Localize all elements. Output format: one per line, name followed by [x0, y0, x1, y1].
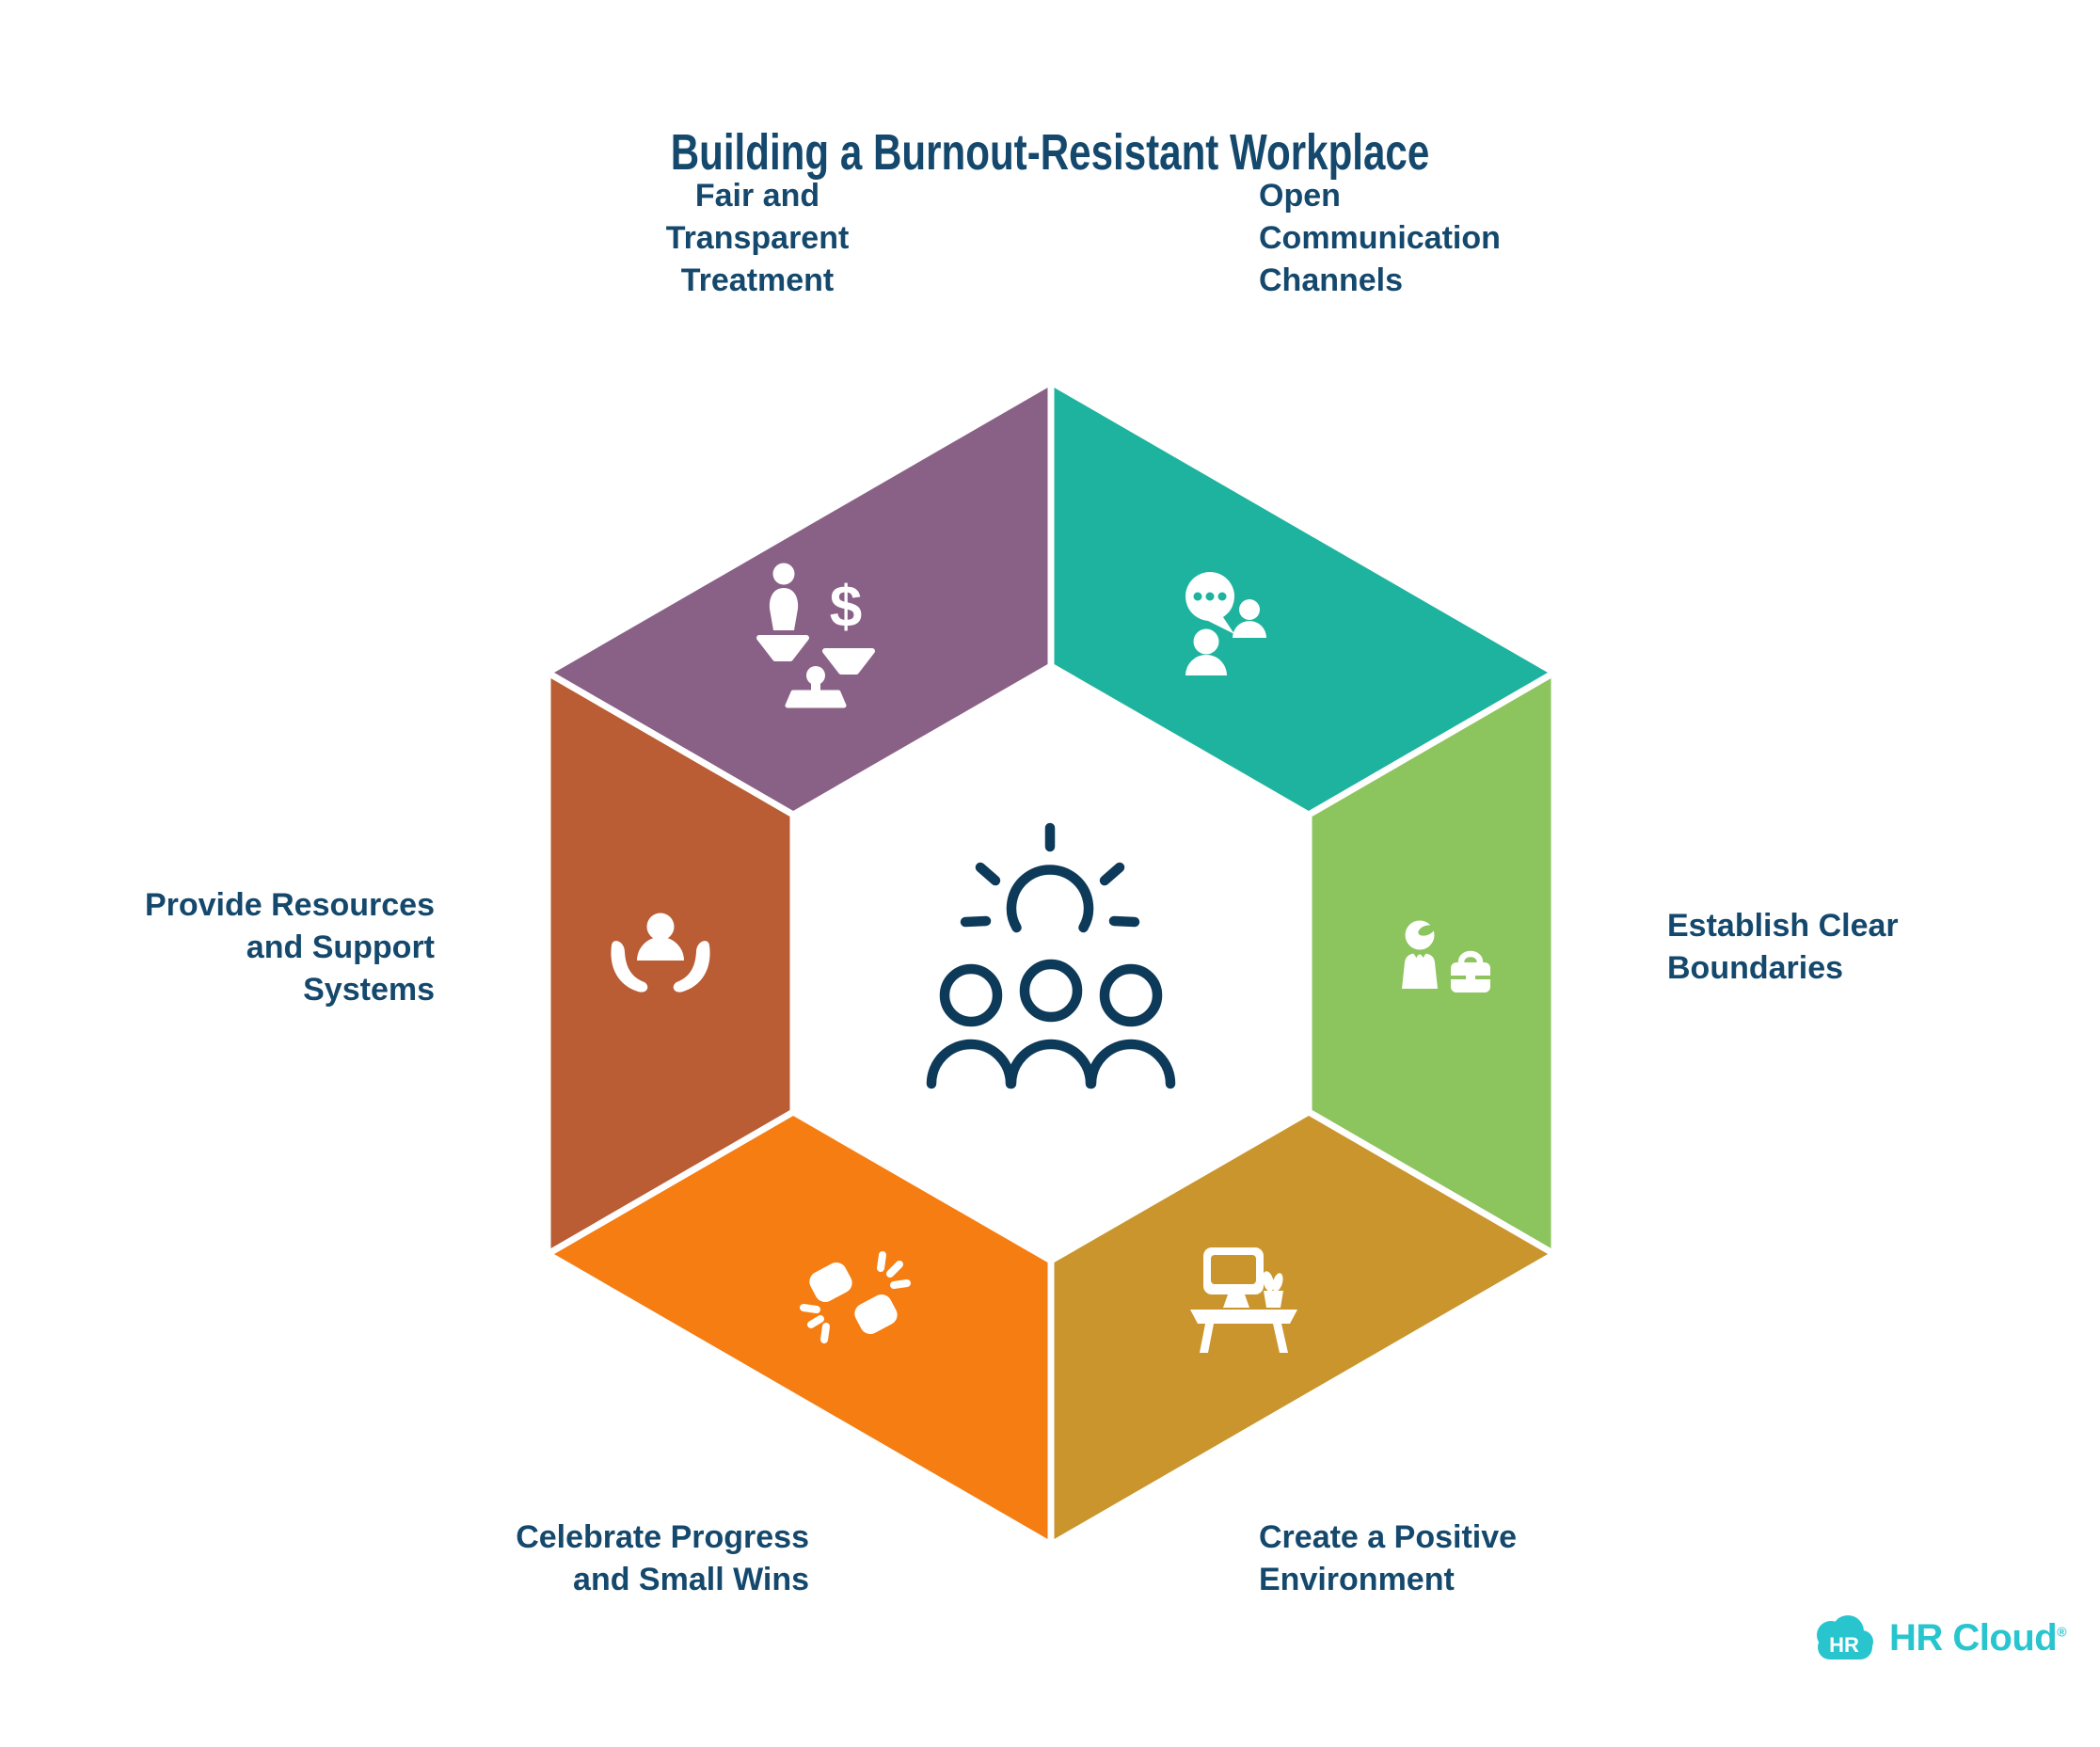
small-person-shoulders [1233, 621, 1266, 638]
scale-base-stem [811, 677, 820, 692]
cloud-badge-text: HR [1829, 1633, 1859, 1657]
impact-sparks [800, 1251, 911, 1343]
segment-resources-support [544, 666, 797, 1261]
scale-person-head [772, 563, 795, 585]
label-open-communication: Open Communication Channels [1259, 178, 1501, 298]
cupped-hand-left [611, 941, 648, 993]
sun-ray [1099, 862, 1125, 886]
team-head [1019, 959, 1083, 1023]
bubble-dot [1205, 592, 1215, 601]
team-shoulders [1086, 1039, 1176, 1089]
sun-ray [960, 915, 992, 928]
label-fair-treatment: Fair and Transparent Treatment [665, 178, 850, 298]
briefcase-latch [1466, 972, 1475, 981]
page-title: Building a Burnout-Resistant Workplace [670, 124, 1430, 181]
bubble-dot [1193, 592, 1202, 601]
hr-cloud-logo: HR HR Cloud® [1808, 1611, 2067, 1665]
dollar-glyph: $ [830, 575, 862, 640]
sun-ray [1108, 915, 1140, 928]
monitor-screen [1211, 1255, 1256, 1284]
sun-ray [975, 862, 1001, 886]
plant-pot [1264, 1291, 1283, 1308]
balance-scale-icon: $ [756, 563, 875, 708]
desk-leg [1273, 1324, 1288, 1353]
fist-left [809, 1263, 852, 1302]
team-shoulders [1006, 1039, 1096, 1089]
label-clear-boundaries: Establish Clear Boundaries [1667, 908, 1899, 986]
label-celebrate-progress: Celebrate Progress and Small Wins [516, 1519, 809, 1597]
bubble-dot [1217, 592, 1227, 601]
briefcase-handle [1457, 950, 1484, 963]
plant-leaf [1263, 1271, 1274, 1292]
desk-leg [1200, 1324, 1214, 1353]
fist-bump-icon [800, 1251, 911, 1343]
caring-hands-icon [611, 913, 710, 993]
monitor-stand [1223, 1294, 1249, 1308]
cloud-icon [1817, 1615, 1873, 1660]
scale-base-foot [785, 690, 847, 708]
person-briefcase-icon [1402, 920, 1490, 993]
team-sunrise-icon [926, 822, 1176, 1089]
worker-body [1402, 953, 1438, 989]
chat-people-icon [1185, 572, 1266, 675]
fist-right [854, 1294, 898, 1334]
label-positive-environment: Create a Positive Environment [1259, 1519, 1518, 1597]
worker-tie [1416, 954, 1424, 967]
speech-bubble-tail [1206, 617, 1234, 634]
big-person-shoulders [1185, 655, 1227, 675]
hr-cloud-badge: HR [1817, 1615, 1873, 1660]
logo-name: HR Cloud® [1889, 1616, 2067, 1660]
supported-person-head [646, 913, 675, 941]
worker-head [1405, 920, 1435, 950]
logo-name-text: HR Cloud [1889, 1616, 2058, 1659]
worker-hair-notch [1418, 925, 1435, 936]
scale-right-pan [822, 648, 875, 675]
desk-workspace-icon [1190, 1247, 1297, 1353]
team-head [1099, 963, 1163, 1027]
scale-left-pan [756, 635, 809, 661]
big-person-head [1193, 628, 1219, 655]
supported-person-shoulders [637, 937, 684, 961]
team-head [939, 963, 1003, 1027]
scale-person-body [769, 588, 799, 630]
registered-mark: ® [2057, 1624, 2067, 1640]
desk-top [1190, 1310, 1297, 1324]
team-shoulders [926, 1039, 1016, 1089]
plant-leaf [1272, 1273, 1283, 1292]
label-resources-support: Provide Resources and Support Systems [144, 887, 435, 1008]
small-person-head [1239, 599, 1260, 620]
cupped-hand-right [673, 941, 710, 993]
sun-arc [1006, 865, 1094, 933]
